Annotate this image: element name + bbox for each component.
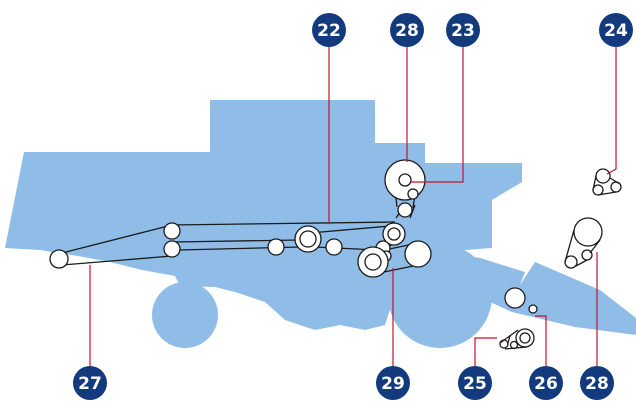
leader-line-24 — [606, 44, 617, 175]
leader-line-26 — [535, 315, 547, 369]
callout-22: 22 — [312, 13, 346, 47]
lower-pulley — [163, 240, 181, 258]
callout-28-top: 28 — [390, 13, 424, 47]
belt-line — [504, 346, 528, 350]
callout-25: 25 — [458, 366, 492, 400]
feeder-pulley — [504, 287, 526, 309]
detail-24-pulley-top — [595, 168, 611, 184]
leader-line-23 — [411, 44, 464, 183]
belt-line — [171, 221, 396, 226]
pulleys — [49, 159, 538, 350]
callout-28-bottom-label: 28 — [585, 374, 609, 394]
detail-24-belt — [592, 168, 622, 196]
callout-28-bottom: 28 — [580, 366, 614, 400]
front-wheel — [388, 244, 492, 348]
callout-29: 29 — [376, 366, 410, 400]
belt-line — [589, 239, 601, 254]
lower-belt — [499, 329, 528, 350]
mid-pulley — [267, 238, 285, 256]
callout-29-label: 29 — [381, 374, 405, 394]
belt-line — [309, 225, 391, 234]
callout-27-label: 27 — [78, 374, 102, 394]
callout-24-label: 24 — [604, 21, 628, 41]
belt-line — [507, 335, 511, 344]
rear-wheel — [152, 282, 218, 348]
belt-line — [61, 255, 173, 266]
thresher-pulley-inner — [299, 230, 317, 248]
belt-line — [592, 175, 597, 191]
leader-line-25 — [474, 337, 497, 369]
leader-lines — [89, 44, 617, 369]
callout-23-label: 23 — [451, 21, 475, 41]
rotor-lower-pulley — [397, 202, 413, 218]
callout-26-label: 26 — [534, 374, 558, 394]
belt-line — [499, 329, 519, 344]
detail-24-pulley-left — [592, 184, 604, 196]
callout-27: 27 — [73, 366, 107, 400]
feeder-small-pulley — [528, 304, 538, 314]
belt-line — [597, 191, 617, 196]
callout-28-top-label: 28 — [395, 21, 419, 41]
lower-small-pulley-a — [499, 339, 509, 349]
belt-line — [575, 259, 588, 267]
callout-26: 26 — [529, 366, 563, 400]
small-pulley — [325, 238, 343, 256]
detail-28-belt — [564, 217, 603, 269]
lower-drive-inner — [519, 332, 531, 344]
belt-line — [564, 229, 575, 263]
fan-pulley — [404, 240, 432, 268]
main-drive-inner — [364, 253, 382, 271]
callout-24: 24 — [599, 13, 633, 47]
combine-body — [5, 100, 636, 335]
belt-line — [609, 177, 621, 185]
callout-22-label: 22 — [317, 21, 341, 41]
callout-25-label: 25 — [463, 374, 487, 394]
belt-line — [57, 224, 173, 255]
upper-pulley — [163, 222, 181, 240]
callout-23: 23 — [446, 13, 480, 47]
rotor-hub — [398, 173, 412, 187]
tension-pulley — [407, 188, 419, 200]
cluster-pulley-a-inner — [387, 227, 401, 241]
front-idler-pulley — [49, 249, 69, 269]
